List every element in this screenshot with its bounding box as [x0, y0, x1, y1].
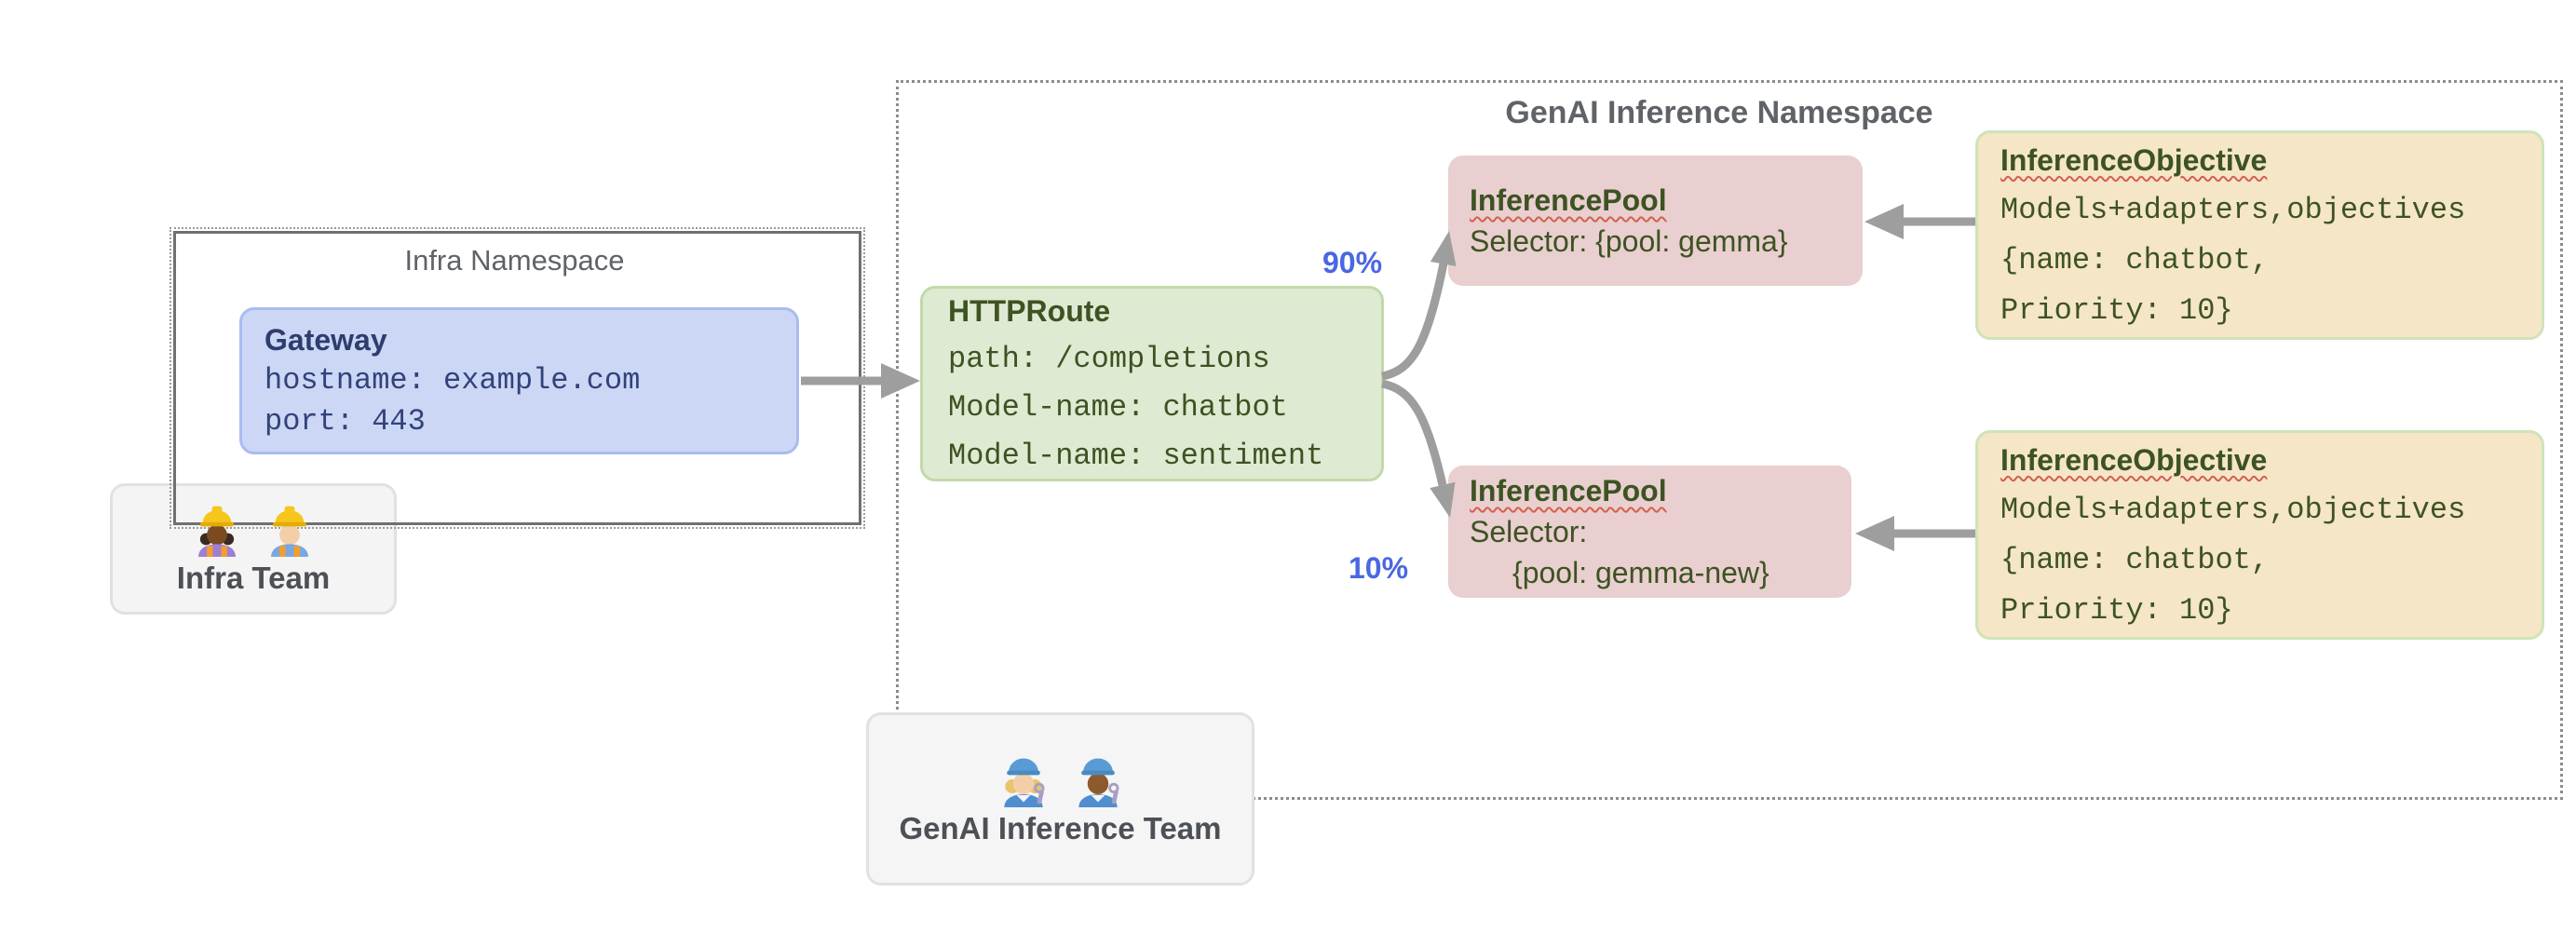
gateway-port-line: port: 443: [264, 404, 426, 439]
inference-pool-bottom-title: InferencePool: [1470, 470, 1851, 511]
inference-pool-top-title-text: InferencePool: [1470, 183, 1667, 217]
infra-team-content: Infra Team: [113, 486, 394, 612]
inference-objective-top-line-2: {name: chatbot,: [2000, 242, 2270, 277]
inference-pool-bottom-value-line: {pool: gemma-new}: [1512, 556, 1769, 589]
genai-team-box: GenAI Inference Team: [866, 712, 1254, 886]
infra-team-label: Infra Team: [176, 560, 331, 595]
genai-team-icons: [996, 751, 1126, 807]
infra-team-box: Infra Team: [110, 483, 397, 615]
genai-team-content: GenAI Inference Team: [869, 715, 1252, 883]
inference-objective-bottom-line-3: Priority: 10}: [2000, 592, 2233, 628]
inference-pool-top-selector-line: Selector: {pool: gemma}: [1470, 224, 1788, 258]
inference-objective-bottom-box: InferenceObjective Models+adapters,objec…: [1975, 430, 2544, 640]
split-label-10: 10%: [1349, 551, 1409, 585]
infra-namespace-title: Infra Namespace: [404, 244, 625, 277]
genai-team-label: GenAI Inference Team: [899, 811, 1222, 845]
inference-objective-top-title-text: InferenceObjective: [2000, 142, 2268, 177]
inference-objective-bottom-line-1: Models+adapters,objectives: [2000, 492, 2466, 527]
httproute-path-line: path: /completions: [948, 342, 1270, 376]
inference-objective-top-title: InferenceObjective: [2000, 135, 2542, 185]
httproute-title: HTTPRoute: [948, 294, 1111, 328]
mechanic-man-icon: [1078, 758, 1119, 807]
httproute-box: HTTPRoute path: /completions Model-name:…: [920, 286, 1384, 481]
inference-pool-top-box: InferencePool Selector: {pool: gemma}: [1448, 156, 1863, 286]
inference-objective-top-box: InferenceObjective Models+adapters,objec…: [1975, 130, 2544, 340]
httproute-model-chatbot-line: Model-name: chatbot: [948, 390, 1288, 425]
construction-worker-woman-icon: [198, 506, 236, 557]
genai-namespace-box: [896, 80, 2563, 800]
inference-pool-bottom-box: InferencePool Selector: {pool: gemma-new…: [1448, 466, 1851, 598]
inference-objective-top-line-3: Priority: 10}: [2000, 292, 2233, 328]
gateway-hostname-line: hostname: example.com: [264, 363, 641, 398]
infra-team-icons: [190, 503, 317, 557]
gateway-box: Gateway hostname: example.com port: 443: [239, 307, 799, 454]
gateway-title: Gateway: [264, 323, 387, 357]
inference-objective-top-line-1: Models+adapters,objectives: [2000, 192, 2466, 227]
split-label-90: 90%: [1322, 246, 1383, 279]
mechanic-woman-icon: [1003, 758, 1044, 807]
httproute-model-sentiment-line: Model-name: sentiment: [948, 439, 1324, 473]
inference-objective-bottom-title: InferenceObjective: [2000, 435, 2542, 485]
inference-pool-bottom-title-text: InferencePool: [1470, 474, 1667, 507]
inference-objective-bottom-line-2: {name: chatbot,: [2000, 542, 2270, 577]
inference-objective-bottom-title-text: InferenceObjective: [2000, 442, 2268, 477]
inference-pool-bottom-selector-line: Selector:: [1470, 515, 1588, 548]
construction-worker-man-icon: [271, 506, 308, 557]
genai-namespace-title: GenAI Inference Namespace: [1505, 95, 1933, 130]
inference-pool-top-title: InferencePool: [1470, 180, 1863, 221]
